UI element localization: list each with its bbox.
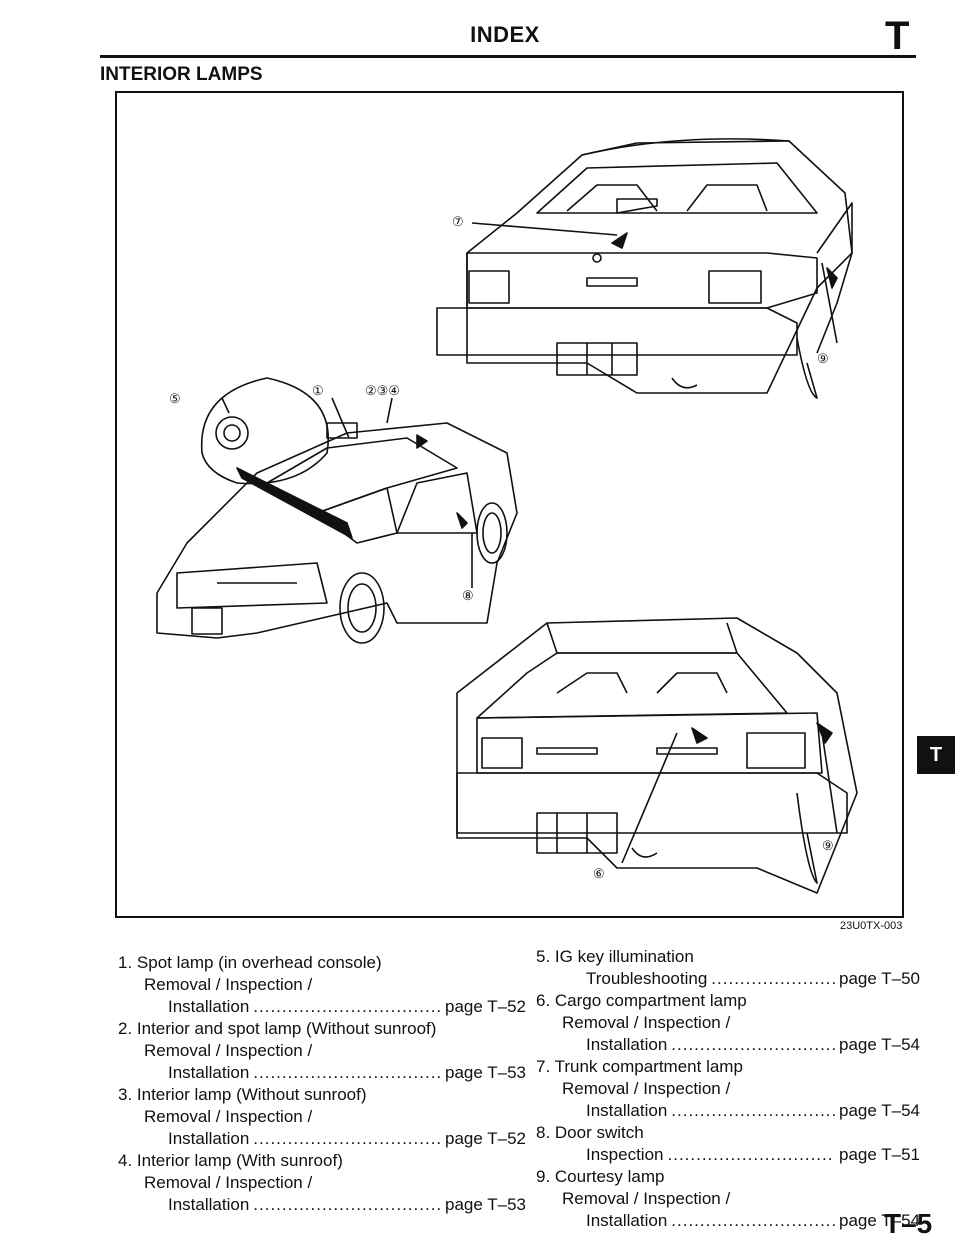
index-entry-item: Installation page T–52: [118, 996, 526, 1018]
index-entry-item: Troubleshooting page T–50: [536, 968, 920, 990]
index-item-label: Inspection: [586, 1145, 664, 1164]
index-item-label: Installation: [168, 1129, 250, 1148]
callout-6: ⑥: [593, 867, 605, 882]
index-item-label: Installation: [586, 1211, 668, 1230]
dot-leader: [671, 1034, 835, 1056]
index-entry-item: Installation page T–54: [536, 1100, 920, 1122]
section-tab-marker: T: [917, 736, 955, 774]
index-item-label: Installation: [168, 997, 250, 1016]
index-item-label: Installation: [586, 1101, 668, 1120]
index-item-label: Troubleshooting: [586, 969, 708, 988]
dot-leader: [671, 1100, 835, 1122]
index-page-ref: page T–52: [445, 1129, 526, 1148]
callout-9-top: ⑨: [817, 352, 829, 367]
callout-7: ⑦: [452, 215, 464, 230]
section-letter: T: [885, 14, 910, 58]
index-entry-sub: Removal / Inspection /: [562, 1013, 731, 1032]
index-entry-item: Installation page T–53: [118, 1194, 526, 1216]
page-header-title: INDEX: [470, 22, 540, 47]
callout-8: ⑧: [462, 589, 474, 604]
index-page-ref: page T–54: [839, 1211, 920, 1230]
index-entry-item: Installation page T–54: [536, 1034, 920, 1056]
dot-leader: [253, 1194, 441, 1216]
index-list-left: 1. Spot lamp (in overhead console) Remov…: [118, 952, 526, 1216]
index-page-ref: page T–54: [839, 1101, 920, 1120]
index-entry-sub: Removal / Inspection /: [144, 975, 313, 994]
index-entry-title: 2. Interior and spot lamp (Without sunro…: [118, 1019, 437, 1038]
index-entry-sub: Removal / Inspection /: [144, 1107, 313, 1126]
dot-leader: [253, 1128, 441, 1150]
callout-9-bottom: ⑨: [822, 839, 834, 854]
lamp-location-figure: ⑦ ⑨ ⑤ ① ②③④ ⑧ ⑨ ⑥: [115, 91, 904, 918]
dot-leader: [253, 996, 441, 1018]
index-entry-sub: Removal / Inspection /: [562, 1079, 731, 1098]
index-item-label: Installation: [586, 1035, 668, 1054]
vehicle-illustration: ⑦ ⑨ ⑤ ① ②③④ ⑧ ⑨ ⑥: [156, 138, 858, 894]
index-item-label: Installation: [168, 1195, 250, 1214]
header-rule: [100, 55, 916, 58]
index-entry-item: Installation page T–52: [118, 1128, 526, 1150]
sedan-rear-drawing: [436, 138, 853, 399]
index-entry-item: Installation page T–54: [536, 1210, 920, 1232]
hatchback-rear-drawing: [456, 617, 858, 894]
callout-5: ⑤: [169, 392, 181, 407]
index-list-right: 5. IG key illumination Troubleshooting pa…: [536, 946, 920, 1232]
index-page-ref: page T–54: [839, 1035, 920, 1054]
dot-leader: [668, 1144, 836, 1166]
index-page-ref: page T–52: [445, 997, 526, 1016]
index-entry-title: 8. Door switch: [536, 1123, 644, 1142]
callout-2-3-4: ②③④: [365, 384, 400, 399]
index-page-ref: page T–50: [839, 969, 920, 988]
index-entry-item: Installation page T–53: [118, 1062, 526, 1084]
figure-code: 23U0TX-003: [840, 920, 903, 932]
index-entry-sub: Removal / Inspection /: [144, 1173, 313, 1192]
index-page-ref: page T–53: [445, 1063, 526, 1082]
dot-leader: [711, 968, 835, 990]
index-page-ref: page T–51: [839, 1145, 920, 1164]
dot-leader: [671, 1210, 835, 1232]
index-entry-title: 3. Interior lamp (Without sunroof): [118, 1085, 367, 1104]
index-entry-title: 1. Spot lamp (in overhead console): [118, 953, 382, 972]
index-entry-title: 6. Cargo compartment lamp: [536, 991, 747, 1010]
index-entry-title: 7. Trunk compartment lamp: [536, 1057, 743, 1076]
sedan-side-drawing: [156, 377, 518, 644]
section-title: INTERIOR LAMPS: [100, 64, 263, 85]
index-entry-item: Inspection page T–51: [536, 1144, 920, 1166]
callout-1: ①: [312, 384, 324, 399]
index-item-label: Installation: [168, 1063, 250, 1082]
index-entry-sub: Removal / Inspection /: [562, 1189, 731, 1208]
index-page-ref: page T–53: [445, 1195, 526, 1214]
index-entry-title: 4. Interior lamp (With sunroof): [118, 1151, 343, 1170]
index-entry-title: 9. Courtesy lamp: [536, 1167, 665, 1186]
page-number: T–5: [884, 1208, 933, 1239]
dot-leader: [253, 1062, 441, 1084]
index-entry-title: 5. IG key illumination: [536, 947, 694, 966]
index-entry-sub: Removal / Inspection /: [144, 1041, 313, 1060]
